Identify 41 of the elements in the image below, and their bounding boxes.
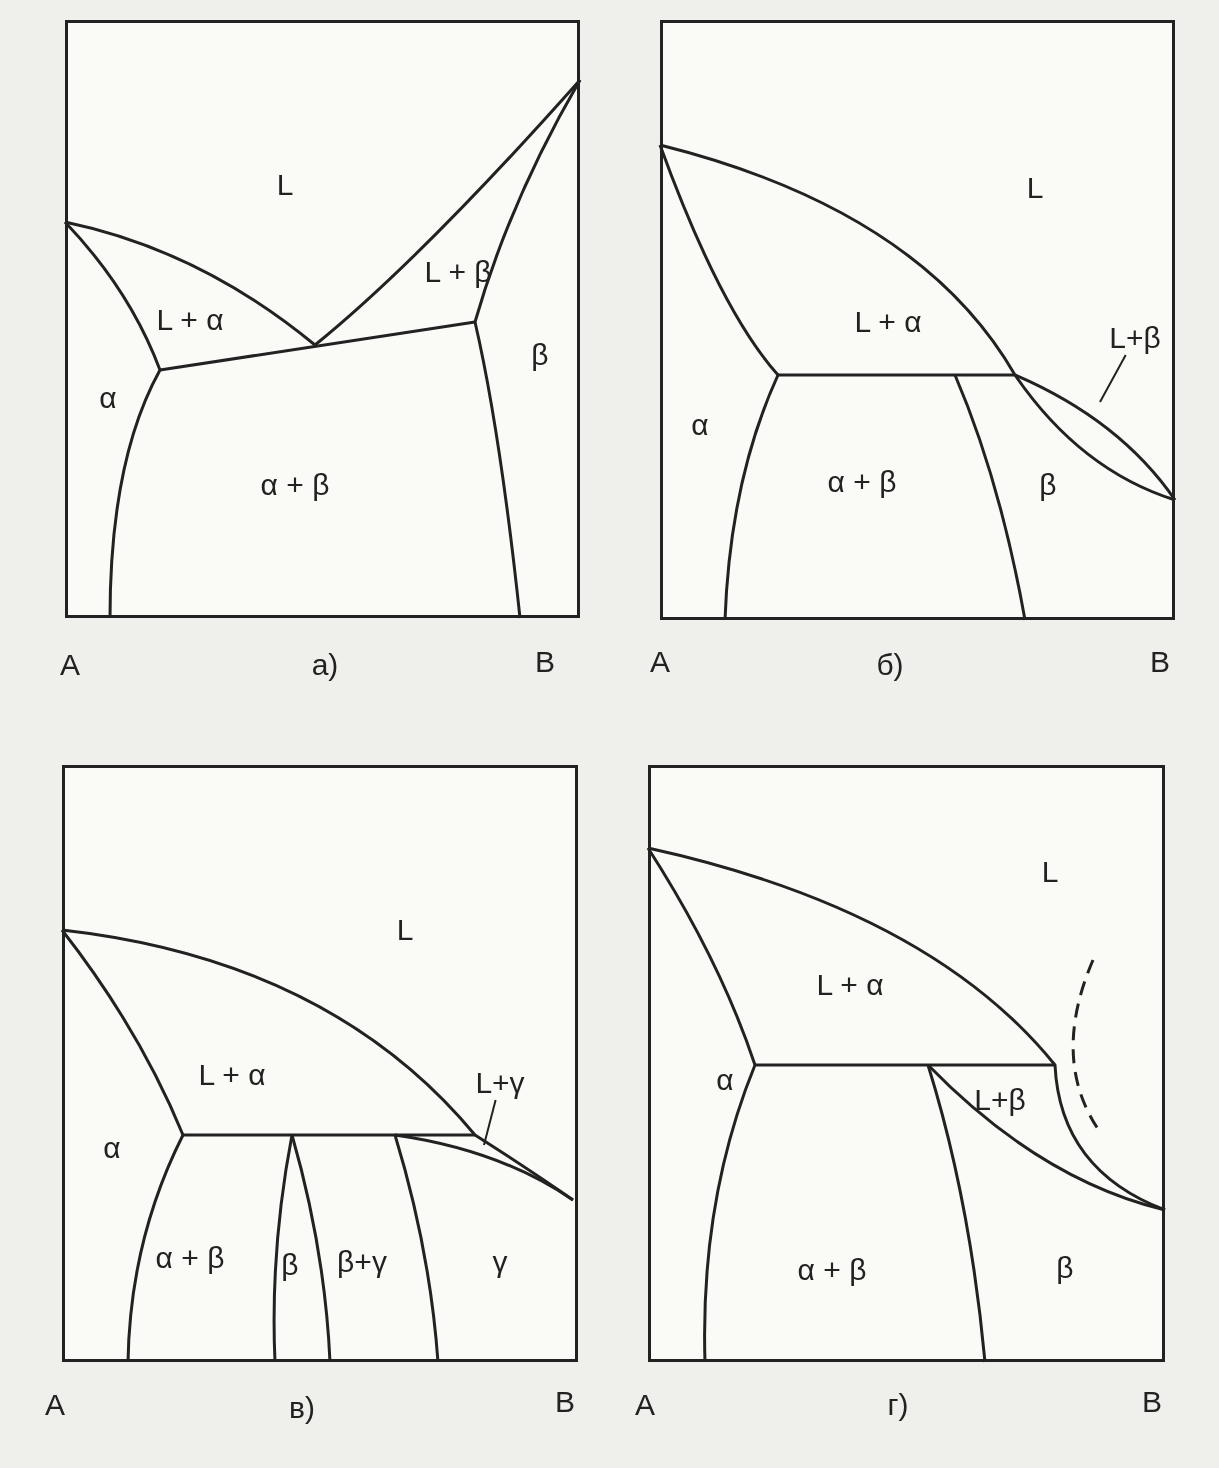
diagram-panel [62, 765, 578, 1362]
axis-end-label: B [555, 1387, 575, 1417]
panel-caption: б) [876, 650, 904, 680]
phase-label: β [1056, 1253, 1074, 1283]
axis-end-label: A [650, 647, 670, 677]
phase-label: L [1026, 173, 1044, 203]
phase-label: α [716, 1065, 734, 1095]
axis-end-label: A [635, 1390, 655, 1420]
phase-label: α + β [260, 470, 330, 500]
phase-label: α + β [797, 1255, 867, 1285]
phase-label: L + α [816, 970, 884, 1000]
phase-label: β [531, 340, 549, 370]
phase-label: L + α [854, 307, 922, 337]
phase-label: L + α [156, 305, 224, 335]
axis-end-label: A [60, 650, 80, 680]
phase-label: γ [492, 1247, 508, 1277]
phase-label: L+γ [475, 1068, 525, 1098]
diagram-panel [660, 20, 1175, 620]
panel-caption: а) [311, 650, 339, 680]
leader-line [1099, 354, 1127, 403]
phase-label: α + β [155, 1243, 225, 1273]
panel-caption: г) [887, 1390, 909, 1420]
phase-label: L [1041, 857, 1059, 887]
axis-end-label: B [535, 647, 555, 677]
phase-label: α + β [827, 467, 897, 497]
phase-label: L [396, 915, 414, 945]
panel-caption: в) [289, 1393, 315, 1423]
axis-end-label: B [1150, 647, 1170, 677]
phase-label: L [276, 170, 294, 200]
phase-label: β [1039, 470, 1057, 500]
phase-label: β+γ [337, 1247, 387, 1277]
phase-label: α [103, 1133, 121, 1163]
leader-line [483, 1099, 497, 1146]
axis-end-label: A [45, 1390, 65, 1420]
phase-label: L+β [974, 1085, 1026, 1115]
phase-label: α [99, 383, 117, 413]
axis-end-label: B [1142, 1387, 1162, 1417]
phase-label: α [691, 410, 709, 440]
phase-label: L+β [1109, 323, 1161, 353]
phase-label: β [281, 1250, 299, 1280]
phase-label: L + α [198, 1060, 266, 1090]
